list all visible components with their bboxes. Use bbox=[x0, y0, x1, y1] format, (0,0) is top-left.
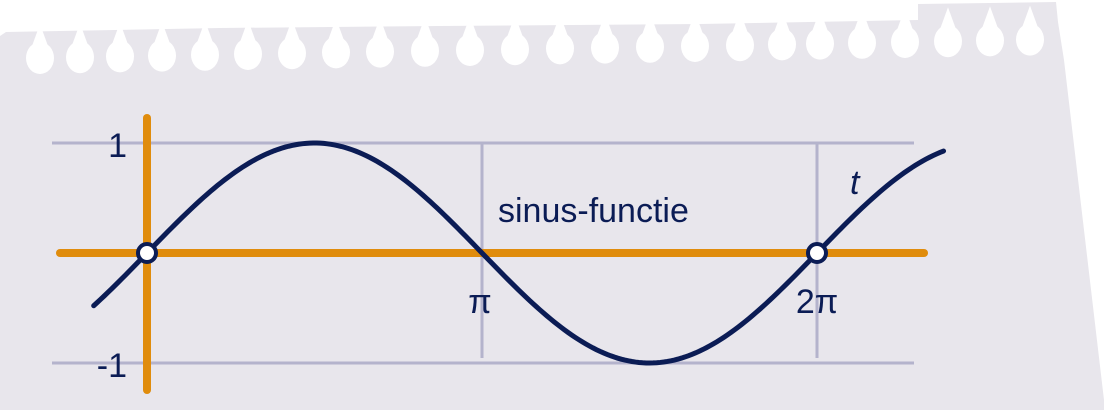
punch-hole bbox=[456, 16, 484, 66]
punch-hole-tear bbox=[462, 16, 478, 38]
punch-hole bbox=[322, 18, 350, 69]
punch-hole bbox=[148, 21, 176, 72]
punch-hole-circle bbox=[636, 30, 664, 63]
punch-hole-circle bbox=[501, 33, 529, 66]
punch-hole-tear bbox=[897, 8, 913, 30]
punch-hole bbox=[848, 8, 876, 59]
punch-hole-circle bbox=[366, 35, 394, 68]
punch-hole bbox=[681, 12, 709, 62]
punch-hole-tear bbox=[507, 15, 523, 38]
punch-hole bbox=[546, 14, 574, 65]
punch-hole-circle bbox=[768, 28, 796, 61]
punch-hole-circle bbox=[546, 32, 574, 65]
punch-hole bbox=[1016, 5, 1044, 56]
punch-hole bbox=[278, 19, 306, 70]
punch-hole-circle bbox=[591, 31, 619, 64]
punch-hole bbox=[976, 6, 1004, 57]
punch-hole bbox=[934, 7, 962, 58]
punch-hole bbox=[891, 8, 919, 58]
x-tick-label-pi: π bbox=[468, 283, 491, 321]
punch-hole-tear bbox=[774, 10, 790, 33]
punch-hole-tear bbox=[372, 17, 388, 40]
sine-curve bbox=[91, 140, 947, 366]
marked-point bbox=[806, 242, 829, 264]
variable-label: t bbox=[850, 164, 861, 202]
punch-hole-tear bbox=[982, 6, 998, 29]
punch-hole-tear bbox=[597, 13, 613, 36]
punch-hole bbox=[501, 15, 529, 66]
punch-hole bbox=[726, 11, 754, 62]
punch-hole-circle bbox=[806, 27, 834, 60]
punch-hole-tear bbox=[940, 7, 956, 30]
x-tick-label-2pi: 2π bbox=[796, 283, 838, 321]
punch-hole-circle bbox=[106, 40, 134, 73]
punch-hole-circle bbox=[66, 41, 94, 74]
punch-hole-circle bbox=[891, 26, 919, 58]
y-tick-label-1: 1 bbox=[108, 127, 127, 165]
punch-hole-tear bbox=[32, 24, 48, 46]
function-annotation: sinus-functie bbox=[498, 192, 689, 230]
punch-hole-circle bbox=[148, 39, 176, 72]
punch-hole bbox=[234, 20, 262, 70]
punch-hole-tear bbox=[154, 21, 170, 44]
y-tick-label-minus-1: -1 bbox=[97, 347, 127, 385]
punch-hole-circle bbox=[726, 29, 754, 62]
punch-hole bbox=[768, 10, 796, 61]
punch-hole-circle bbox=[411, 34, 439, 67]
punch-hole bbox=[366, 17, 394, 68]
punch-hole bbox=[66, 23, 94, 74]
punch-hole-tear bbox=[284, 19, 300, 42]
punch-hole bbox=[26, 24, 54, 74]
punch-hole-tear bbox=[1022, 5, 1038, 28]
punch-hole-tear bbox=[240, 20, 256, 42]
punch-hole-circle bbox=[848, 26, 876, 59]
punch-hole-circle bbox=[934, 25, 962, 58]
punch-hole-tear bbox=[812, 9, 828, 32]
punch-hole-circle bbox=[278, 37, 306, 70]
punch-hole-tear bbox=[72, 23, 88, 46]
marked-point bbox=[136, 242, 158, 264]
punch-hole-tear bbox=[112, 22, 128, 45]
punch-hole-tear bbox=[854, 8, 870, 31]
punch-hole-tear bbox=[732, 11, 748, 34]
punch-hole-circle bbox=[681, 30, 709, 62]
punch-hole-tear bbox=[552, 14, 568, 37]
punch-hole bbox=[106, 22, 134, 73]
punch-hole-circle bbox=[234, 38, 262, 70]
punch-hole-circle bbox=[456, 34, 484, 66]
marked-points bbox=[136, 242, 829, 264]
punch-hole-tear bbox=[642, 12, 658, 35]
punch-hole bbox=[806, 9, 834, 60]
punch-hole-circle bbox=[1016, 23, 1044, 56]
punch-hole-circle bbox=[976, 24, 1004, 57]
punch-hole-circle bbox=[322, 36, 350, 69]
punch-hole-circle bbox=[26, 42, 54, 74]
punch-hole-tear bbox=[328, 18, 344, 41]
punch-hole-tear bbox=[197, 20, 213, 43]
punch-hole-tear bbox=[687, 12, 703, 34]
punch-hole bbox=[411, 16, 439, 67]
punch-hole bbox=[636, 12, 664, 63]
punch-hole bbox=[191, 20, 219, 71]
punch-hole bbox=[591, 13, 619, 64]
punch-hole-tear bbox=[417, 16, 433, 39]
punch-holes bbox=[26, 5, 1044, 74]
punch-hole-circle bbox=[191, 38, 219, 71]
